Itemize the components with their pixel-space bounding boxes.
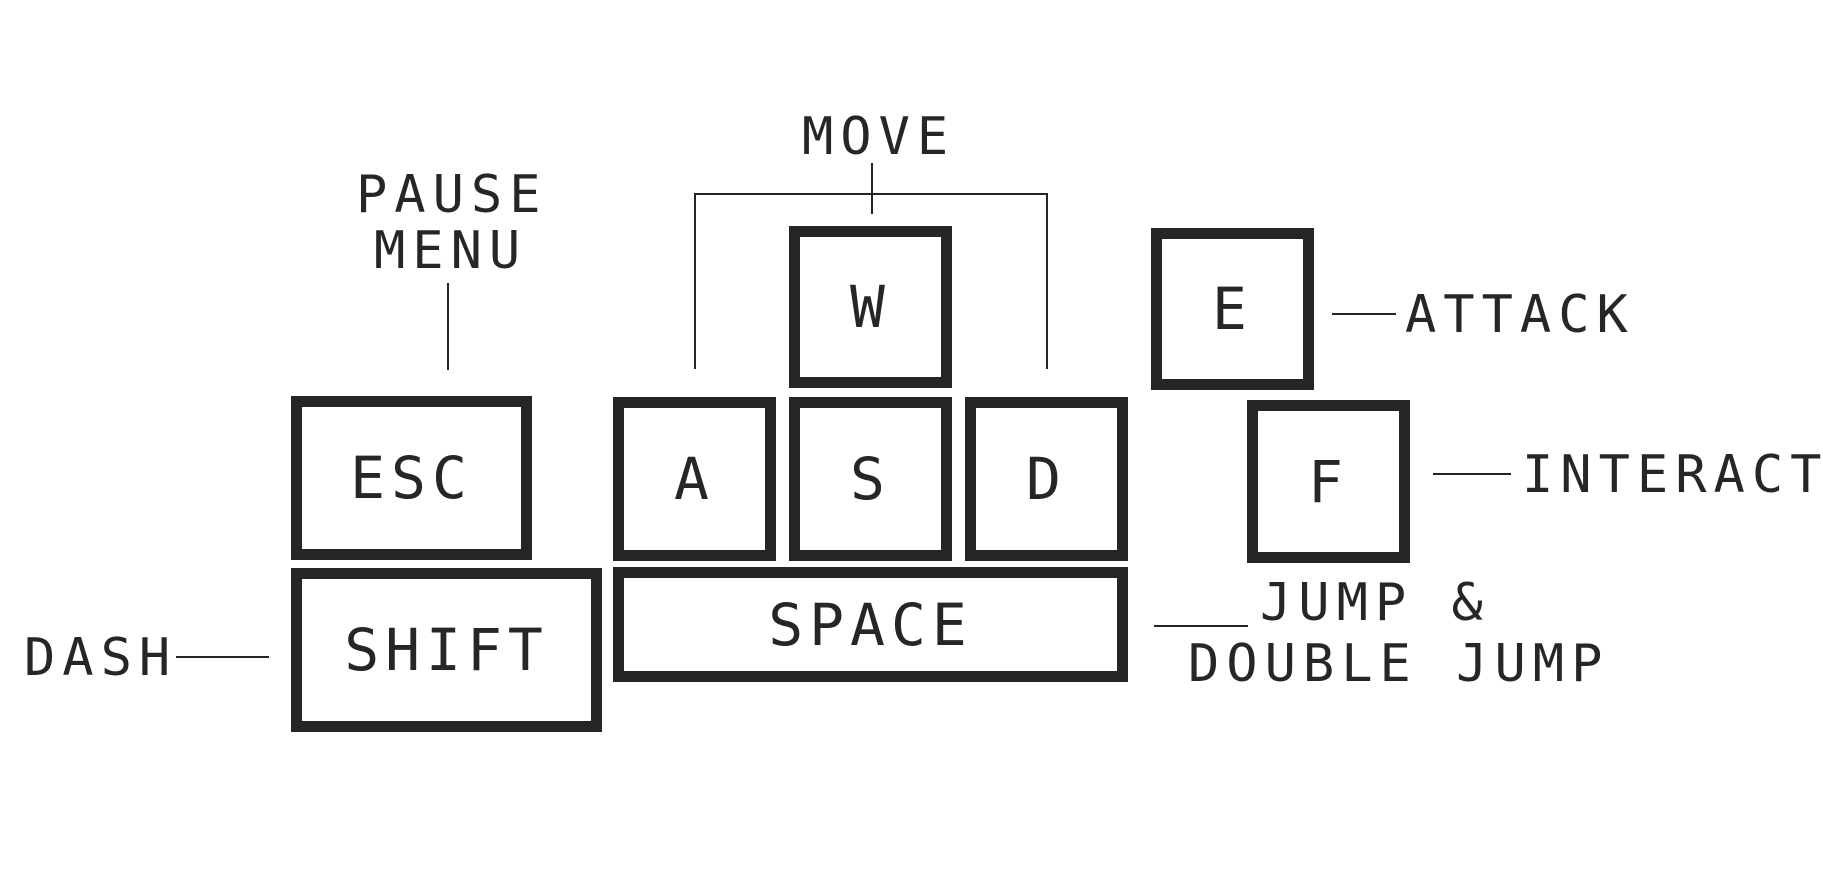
move-bracket-right	[1046, 193, 1048, 369]
key-d[interactable]: D	[965, 397, 1128, 561]
dash-label: DASH	[24, 628, 178, 688]
move-bracket-horizontal	[694, 193, 1048, 195]
key-a[interactable]: A	[613, 397, 776, 561]
key-esc[interactable]: ESC	[291, 396, 532, 560]
move-label: MOVE	[802, 107, 956, 167]
interact-connector	[1433, 473, 1511, 475]
attack-label: ATTACK	[1405, 285, 1635, 345]
key-w[interactable]: W	[789, 226, 952, 388]
dash-connector	[176, 656, 269, 658]
jump-label-line2: DOUBLE JUMP	[1188, 634, 1610, 694]
pause-menu-label-line2: MENU	[374, 221, 528, 281]
move-bracket-left	[694, 193, 696, 369]
key-e[interactable]: E	[1151, 228, 1314, 390]
key-shift[interactable]: SHIFT	[291, 568, 602, 732]
key-f[interactable]: F	[1247, 400, 1410, 563]
interact-label: INTERACT	[1522, 445, 1823, 505]
jump-connector	[1154, 625, 1248, 627]
move-connector-vertical	[871, 163, 873, 214]
jump-label-line1: JUMP &	[1260, 573, 1490, 633]
pause-menu-label-line1: PAUSE	[356, 165, 548, 225]
key-s[interactable]: S	[789, 397, 952, 561]
key-space[interactable]: SPACE	[613, 567, 1128, 682]
attack-connector	[1332, 313, 1396, 315]
pause-connector	[447, 283, 449, 370]
